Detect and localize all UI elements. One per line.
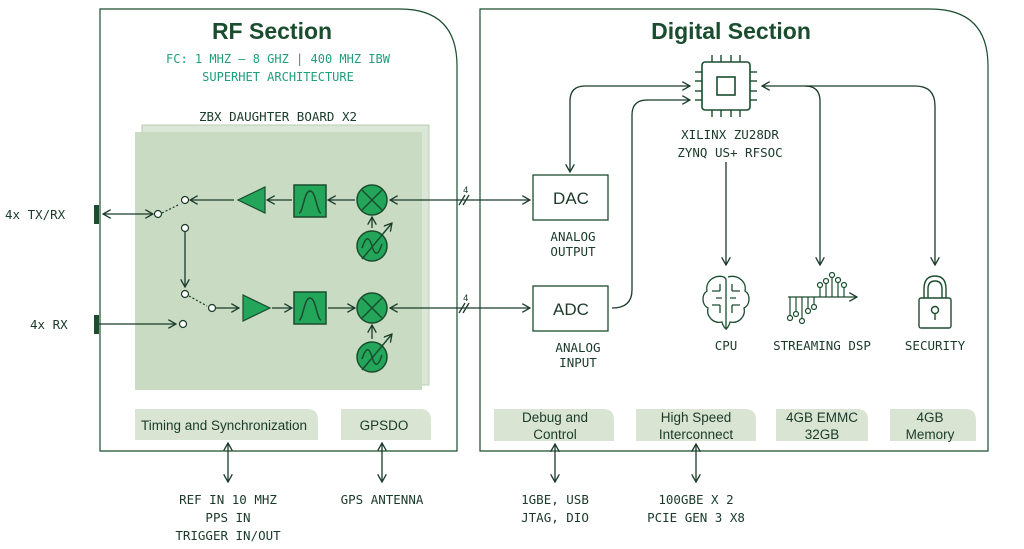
debug-tab-line2: Control: [533, 427, 577, 442]
dac-block: [532, 174, 609, 221]
interconnect-tab-line1: High Speed: [661, 410, 732, 425]
emmc-tab: [776, 409, 868, 441]
memory-tab: [890, 409, 976, 441]
gps-antenna-label: GPS ANTENNA: [341, 492, 424, 507]
bus-width-label: 4: [463, 294, 468, 304]
security-label: SECURITY: [905, 338, 966, 353]
debug-tab: [494, 409, 614, 441]
fpga-line2: ZYNQ US+ RFSOC: [677, 145, 782, 160]
emmc-tab-line1: 4GB EMMC: [786, 410, 858, 425]
debug-io-line2: JTAG, DIO: [521, 510, 589, 525]
rf-section-title: RF Section: [212, 18, 332, 44]
emmc-tab-line2: 32GB: [805, 427, 840, 442]
interconnect-tab-line2: Interconnect: [659, 427, 734, 442]
daughterboard-label: ZBX DAUGHTER BOARD X2: [199, 109, 357, 124]
chip-icon: [695, 55, 757, 117]
brain-icon: [702, 275, 750, 331]
oscillator-icon: [356, 223, 392, 262]
memory-tab-line2: Memory: [906, 427, 955, 442]
gpsdo-tab: [341, 409, 431, 440]
rf-spec-line1: FC: 1 MHZ – 8 GHZ | 400 MHZ IBW: [166, 52, 391, 66]
dsp-icon: [786, 271, 858, 325]
analog-output-line2: OUTPUT: [550, 244, 596, 259]
debug-tab-line1: Debug and: [522, 410, 588, 425]
switch-icon: [178, 289, 217, 329]
gpsdo-tab-label: GPSDO: [360, 418, 409, 433]
timing-io-line2: PPS IN: [205, 510, 250, 525]
amplifier-icon: [236, 186, 266, 214]
lock-icon: [918, 275, 952, 329]
rx-port: [94, 315, 99, 334]
rf-section-frame: [99, 8, 458, 452]
timing-tab: [135, 409, 318, 440]
filter-icon: [293, 291, 327, 325]
txrx-label: 4x TX/RX: [5, 207, 66, 222]
bus-width-label: 4: [463, 186, 468, 196]
memory-tab-line1: 4GB: [916, 410, 943, 425]
mixer-icon: [356, 184, 388, 216]
digital-section-title: Digital Section: [651, 18, 811, 44]
switch-icon: [153, 195, 190, 233]
rf-spec-line2: SUPERHET ARCHITECTURE: [202, 70, 354, 84]
analog-output-line1: ANALOG: [550, 229, 595, 244]
timing-tab-label: Timing and Synchronization: [141, 418, 307, 433]
timing-io-line3: TRIGGER IN/OUT: [175, 528, 281, 543]
adc-block: [532, 285, 609, 332]
txrx-port: [94, 205, 99, 224]
debug-io-line1: 1GBE, USB: [521, 492, 589, 507]
filter-icon: [293, 184, 327, 218]
analog-input-line2: INPUT: [559, 355, 597, 370]
dac-label: DAC: [553, 189, 589, 208]
cpu-label: CPU: [715, 338, 738, 353]
digital-section-frame: [479, 8, 989, 452]
oscillator-icon: [356, 334, 392, 373]
amplifier-icon: [242, 294, 272, 322]
fpga-line1: XILINX ZU28DR: [681, 127, 779, 142]
rx-label: 4x RX: [30, 317, 68, 332]
dsp-label: STREAMING DSP: [773, 338, 871, 353]
interconnect-tab: [636, 409, 756, 441]
analog-input-line1: ANALOG: [555, 340, 600, 355]
mixer-icon: [356, 292, 388, 324]
timing-io-line1: REF IN 10 MHZ: [179, 492, 277, 507]
hs-io-line1: 100GBE X 2: [658, 492, 733, 507]
hs-io-line2: PCIE GEN 3 X8: [647, 510, 745, 525]
adc-label: ADC: [553, 300, 589, 319]
